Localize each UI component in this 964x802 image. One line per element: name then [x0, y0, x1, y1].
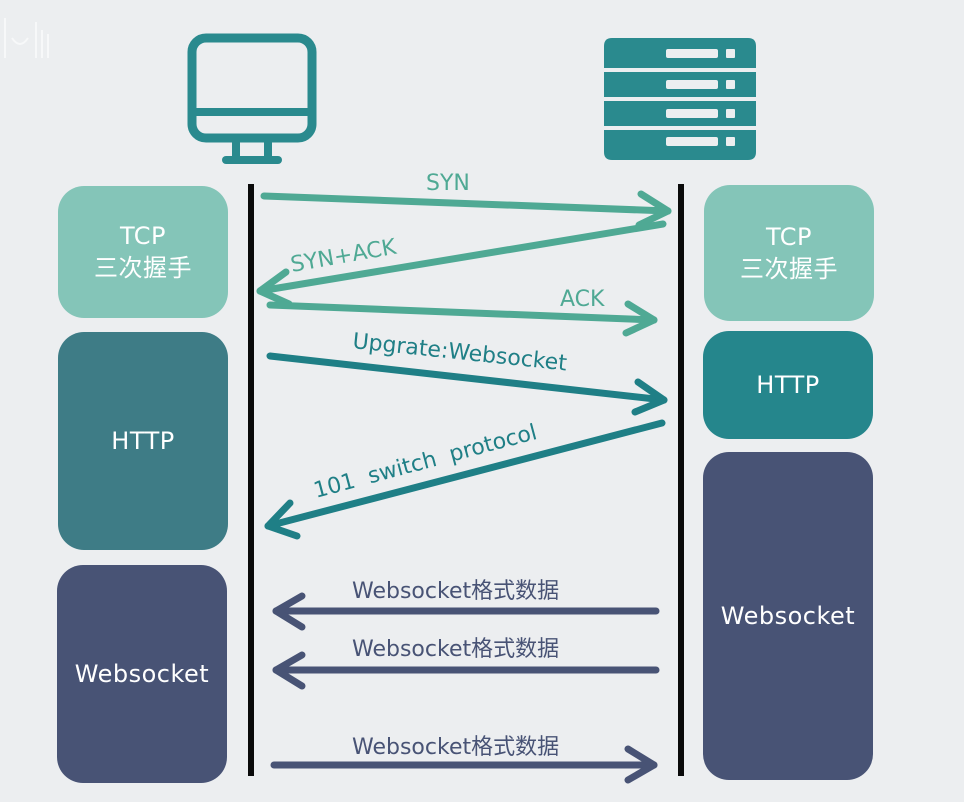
server-tcp-handshake-box: TCP 三次握手: [704, 185, 874, 321]
client-websocket-label: Websocket: [74, 660, 210, 688]
client-lifeline: [248, 184, 254, 776]
client-http-box: HTTP: [58, 332, 228, 550]
label-websocket-data-1: Websocket格式数据: [352, 579, 559, 604]
server-http-label: HTTP: [756, 371, 820, 399]
server-http-box: HTTP: [703, 331, 873, 439]
arrow-upgrade-websocket: [266, 352, 668, 416]
client-tcp-sublabel: 三次握手: [94, 254, 192, 282]
monitor-icon: [187, 33, 317, 164]
label-websocket-data-2: Websocket格式数据: [352, 637, 559, 662]
arrow-websocket-data-1: [272, 592, 660, 631]
label-websocket-data-3: Websocket格式数据: [352, 735, 559, 760]
arrow-syn: [260, 190, 672, 229]
server-lifeline: [678, 184, 684, 776]
label-syn: SYN: [426, 171, 470, 196]
arrow-syn-ack: [256, 220, 667, 308]
arrow-websocket-data-2: [272, 651, 660, 690]
client-websocket-box: Websocket: [57, 565, 227, 783]
arrow-ack: [266, 300, 658, 337]
server-websocket-box: Websocket: [703, 452, 873, 780]
server-icon: [604, 38, 756, 160]
arrow-101-switch-protocol: [264, 419, 666, 540]
arrow-websocket-data-3: [270, 745, 658, 784]
client-tcp-label: TCP: [120, 222, 166, 250]
watermark-logo: [4, 18, 49, 58]
client-tcp-handshake-box: TCP 三次握手: [58, 186, 228, 318]
client-http-label: HTTP: [111, 427, 175, 455]
server-websocket-label: Websocket: [720, 602, 856, 630]
label-ack: ACK: [560, 287, 605, 312]
server-tcp-sublabel: 三次握手: [740, 255, 838, 283]
server-tcp-label: TCP: [766, 223, 812, 251]
